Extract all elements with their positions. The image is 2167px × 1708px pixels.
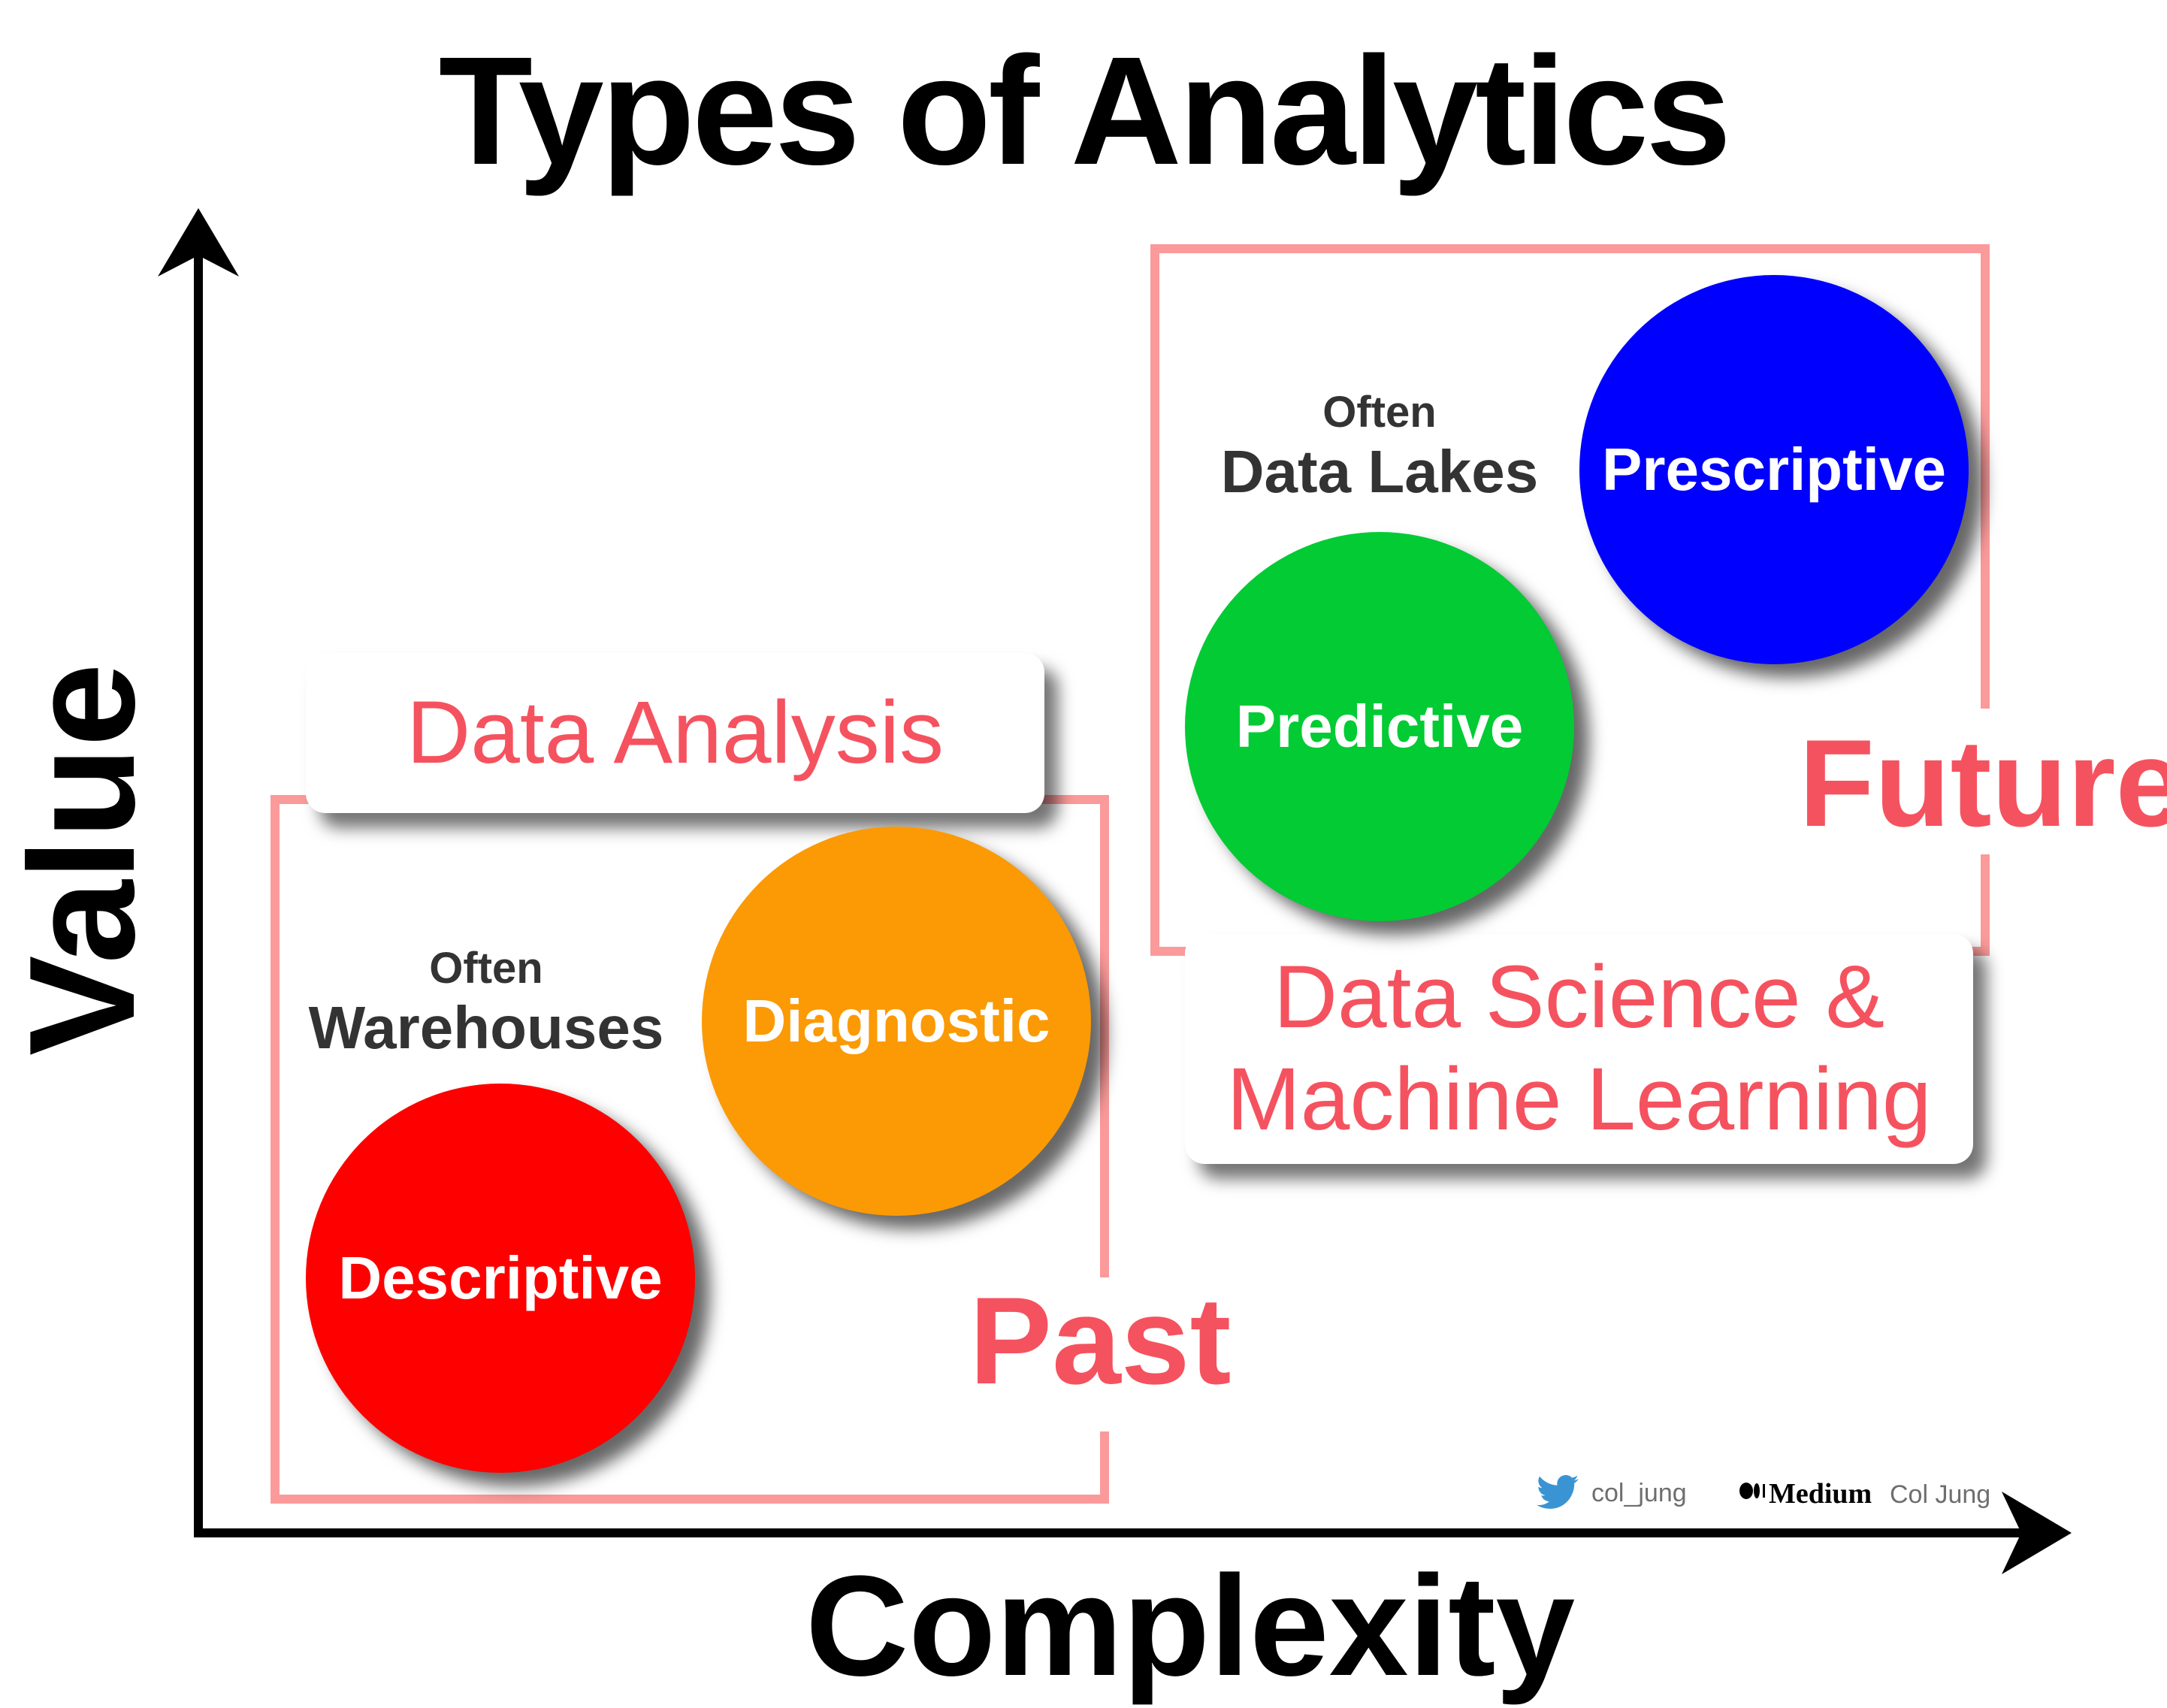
past-label: Past [969, 1271, 1232, 1410]
often-label: Often [1322, 388, 1437, 437]
descriptive-circle: Descriptive [306, 1084, 695, 1473]
y-axis-label: Value [0, 663, 166, 1056]
prescriptive-label: Prescriptive [1601, 436, 1947, 503]
future-label: Future [1799, 714, 2167, 852]
x-axis-label: Complexity [805, 1546, 1576, 1706]
machine-learning-label: Machine Learning [1226, 1050, 1932, 1149]
twitter-handle: col_jung [1591, 1479, 1687, 1507]
predictive-circle: Predictive [1185, 532, 1574, 921]
y-axis-arrow-icon [158, 208, 239, 277]
data-lakes-label: Data Lakes [1220, 438, 1539, 505]
data-science-ml-card: Data Science & Machine Learning [1185, 934, 1973, 1164]
medium-logo-icon [1739, 1483, 1765, 1499]
data-science-label: Data Science & [1273, 948, 1885, 1047]
often-warehouses: Often Warehouses [261, 943, 712, 1063]
diagnostic-circle: Diagnostic [702, 827, 1091, 1216]
medium-author: Col Jung [1890, 1480, 1991, 1509]
twitter-bird-icon [1537, 1474, 1579, 1509]
predictive-label: Predictive [1235, 693, 1524, 760]
data-analysis-card: Data Analysis [306, 653, 1044, 813]
diagnostic-label: Diagnostic [742, 987, 1050, 1054]
warehouses-label: Warehouses [308, 994, 664, 1061]
often-data-lakes: Often Data Lakes [1154, 387, 1605, 506]
future-box-gap [1972, 709, 2002, 854]
descriptive-label: Descriptive [338, 1244, 663, 1311]
diagram-title: Types of Analytics [438, 25, 1732, 197]
often-label: Often [429, 944, 543, 993]
medium-brand: Medium [1769, 1478, 1872, 1510]
data-analysis-label: Data Analysis [407, 682, 944, 782]
past-box-gap [1093, 1277, 1123, 1431]
x-axis-arrow-icon [2002, 1492, 2072, 1574]
prescriptive-circle: Prescriptive [1579, 275, 1969, 664]
